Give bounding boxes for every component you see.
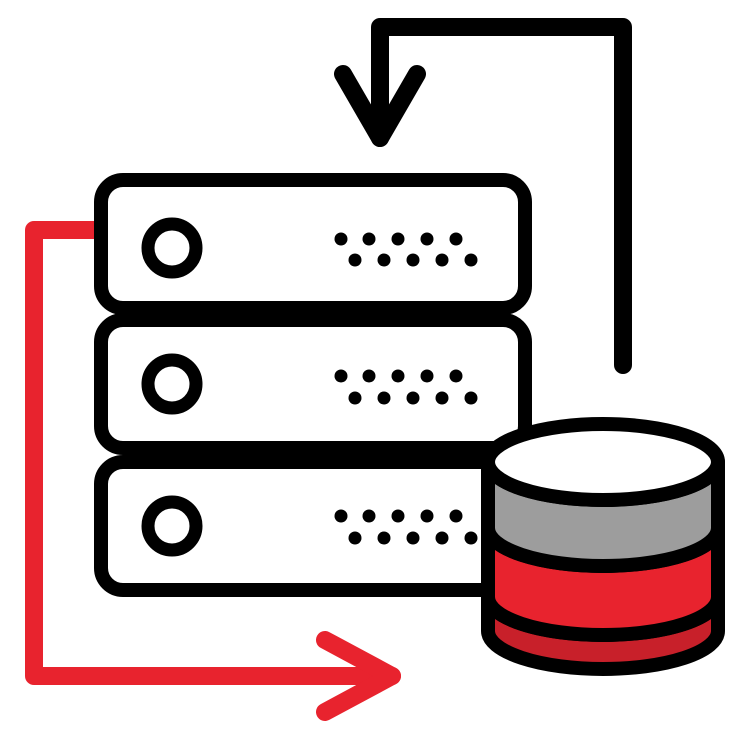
database-icon bbox=[481, 417, 725, 676]
power-button-icon bbox=[141, 495, 203, 557]
server-stack bbox=[94, 173, 532, 597]
vent-dots bbox=[334, 369, 478, 405]
server-unit bbox=[94, 173, 532, 315]
server-body bbox=[94, 173, 532, 315]
power-button-icon bbox=[141, 217, 203, 279]
red-arrow-line bbox=[25, 221, 401, 685]
red-flow-arrow bbox=[25, 221, 401, 721]
vent-dots bbox=[334, 509, 478, 545]
database-top-cap bbox=[481, 417, 725, 507]
server-body bbox=[94, 313, 532, 455]
black-arrow-line bbox=[371, 18, 632, 374]
vent-dots bbox=[334, 232, 478, 267]
server-unit bbox=[94, 455, 532, 597]
black-flow-arrow bbox=[334, 18, 632, 374]
server-unit bbox=[94, 313, 532, 455]
black-arrow-head bbox=[334, 65, 426, 147]
power-button-icon bbox=[141, 353, 203, 415]
red-arrow-head bbox=[316, 631, 401, 721]
